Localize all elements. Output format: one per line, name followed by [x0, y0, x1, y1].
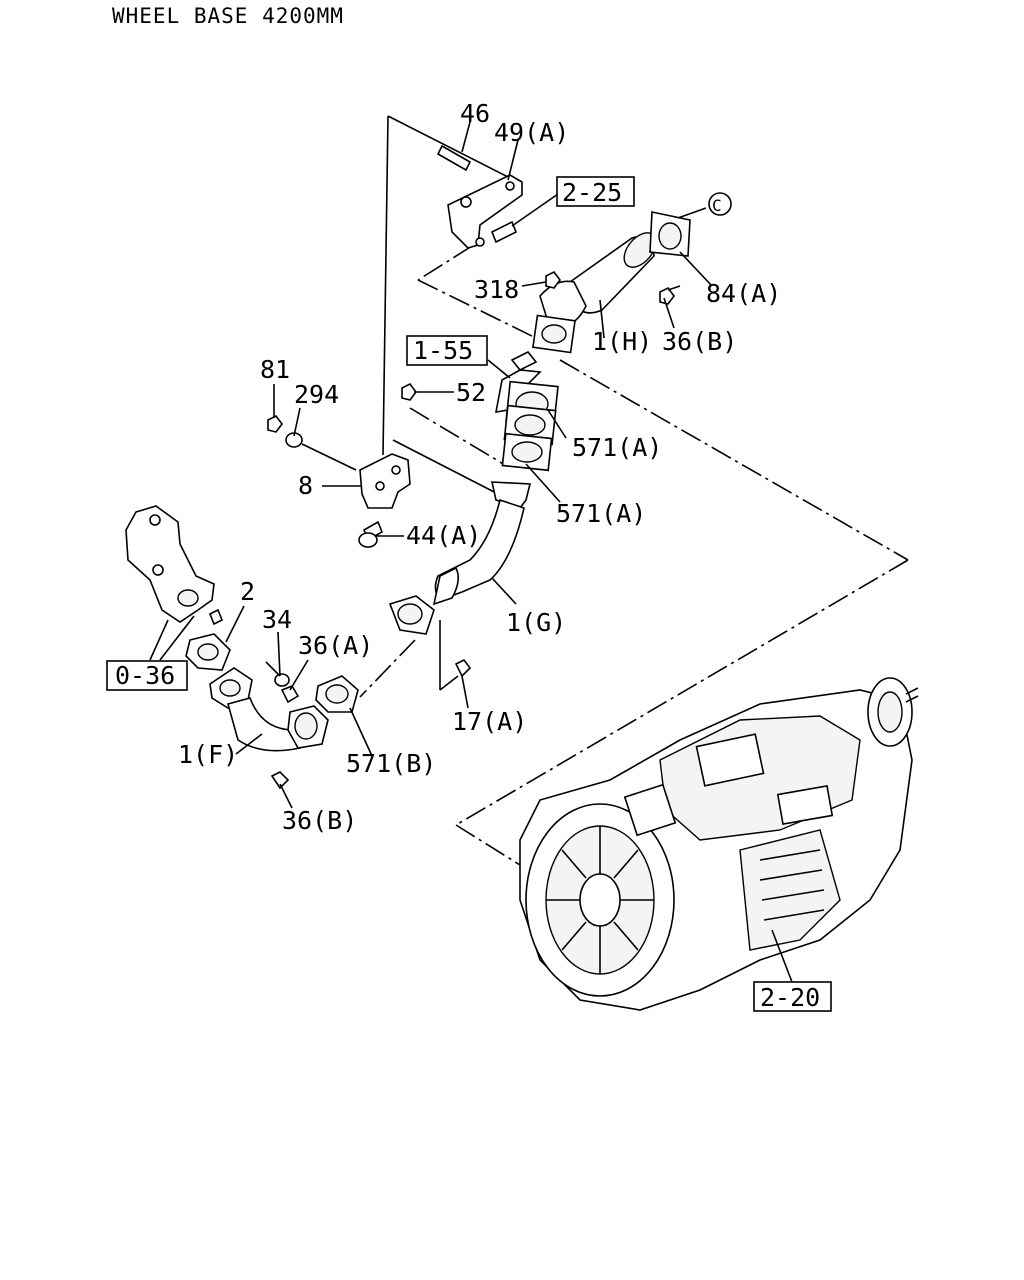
- bolt-225: [490, 220, 518, 244]
- pipe-1g: [388, 481, 532, 678]
- label-81: 81: [260, 355, 290, 384]
- nut-318: [545, 270, 561, 289]
- bellhousing-ribs: [546, 826, 654, 974]
- washer-34: [274, 673, 290, 687]
- label-44a: 44(A): [406, 521, 481, 550]
- label-ref-c: C: [712, 196, 722, 215]
- ref-box-2-25: [556, 176, 635, 207]
- bracket-49a: [436, 144, 523, 249]
- assembly-lines: [359, 115, 909, 866]
- page-title: WHEEL BASE 4200MM: [112, 4, 344, 28]
- transmission: [519, 677, 919, 1011]
- label-1f: 1(F): [178, 740, 238, 769]
- ref-box-1-55: [406, 335, 488, 366]
- label-ref-0-36: 0-36: [115, 661, 175, 690]
- ref-box-2-20: [753, 981, 832, 1012]
- label-294: 294: [294, 380, 339, 409]
- label-571b: 571(B): [346, 749, 436, 778]
- label-84a: 84(A): [706, 279, 781, 308]
- pipe-1f-group: [185, 633, 359, 790]
- nut-36b-bottom: [270, 771, 290, 790]
- label-1g: 1(G): [506, 608, 566, 637]
- label-571a-2: 571(A): [556, 499, 646, 528]
- label-36a: 36(A): [298, 631, 373, 660]
- bracket-8: [267, 414, 411, 548]
- ref-box-0-36: [106, 660, 188, 691]
- label-49a: 49(A): [494, 118, 569, 147]
- ref-circle-c: [708, 192, 732, 216]
- label-8: 8: [298, 471, 313, 500]
- label-17a: 17(A): [452, 707, 527, 736]
- label-52: 52: [456, 378, 486, 407]
- stud-46: [436, 144, 472, 172]
- label-46: 46: [460, 99, 490, 128]
- nut-81: [267, 414, 283, 433]
- label-2: 2: [240, 577, 255, 606]
- exhaust-manifold: [125, 505, 224, 626]
- nut-36a: [280, 685, 300, 704]
- label-571a-1: 571(A): [572, 433, 662, 462]
- label-318: 318: [474, 275, 519, 304]
- label-36b-top: 36(B): [662, 327, 737, 356]
- nut-52: [401, 382, 417, 401]
- nut-36b-top: [659, 286, 675, 305]
- label-ref-2-20: 2-20: [760, 983, 820, 1012]
- gasket-stack: [401, 350, 559, 472]
- label-1h: 1(H): [592, 327, 652, 356]
- label-ref-1-55: 1-55: [413, 336, 473, 365]
- label-ref-2-25: 2-25: [562, 178, 622, 207]
- leader-lines: [149, 121, 793, 983]
- pipe-1h: [532, 211, 691, 354]
- label-34: 34: [262, 605, 292, 634]
- label-36b-bottom: 36(B): [282, 806, 357, 835]
- bolt-17a: [454, 658, 472, 678]
